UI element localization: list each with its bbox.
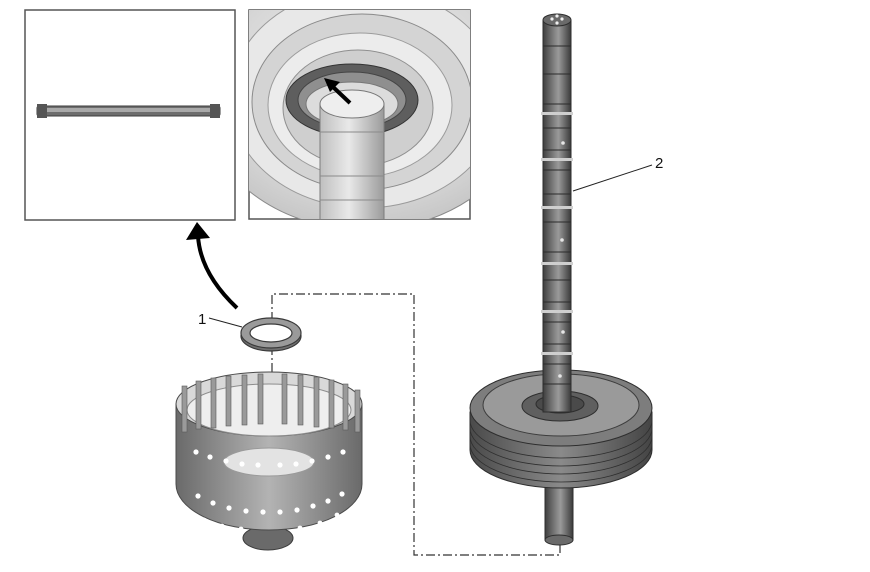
callout-2: 2 — [572, 155, 663, 192]
inset-washer-side-view — [24, 9, 236, 221]
thrust-washer — [240, 317, 302, 352]
input-shaft-assembly — [469, 13, 653, 546]
callout-label-1: 1 — [198, 311, 206, 328]
inset-reference-arrow — [186, 222, 239, 310]
clutch-drum-housing — [175, 371, 363, 551]
thrust-washer-profile — [36, 104, 221, 118]
inset-washer-installed — [248, 9, 471, 220]
callout-1: 1 — [198, 311, 243, 328]
callout-label-2: 2 — [655, 155, 663, 172]
location-arrow-icon — [324, 78, 352, 105]
